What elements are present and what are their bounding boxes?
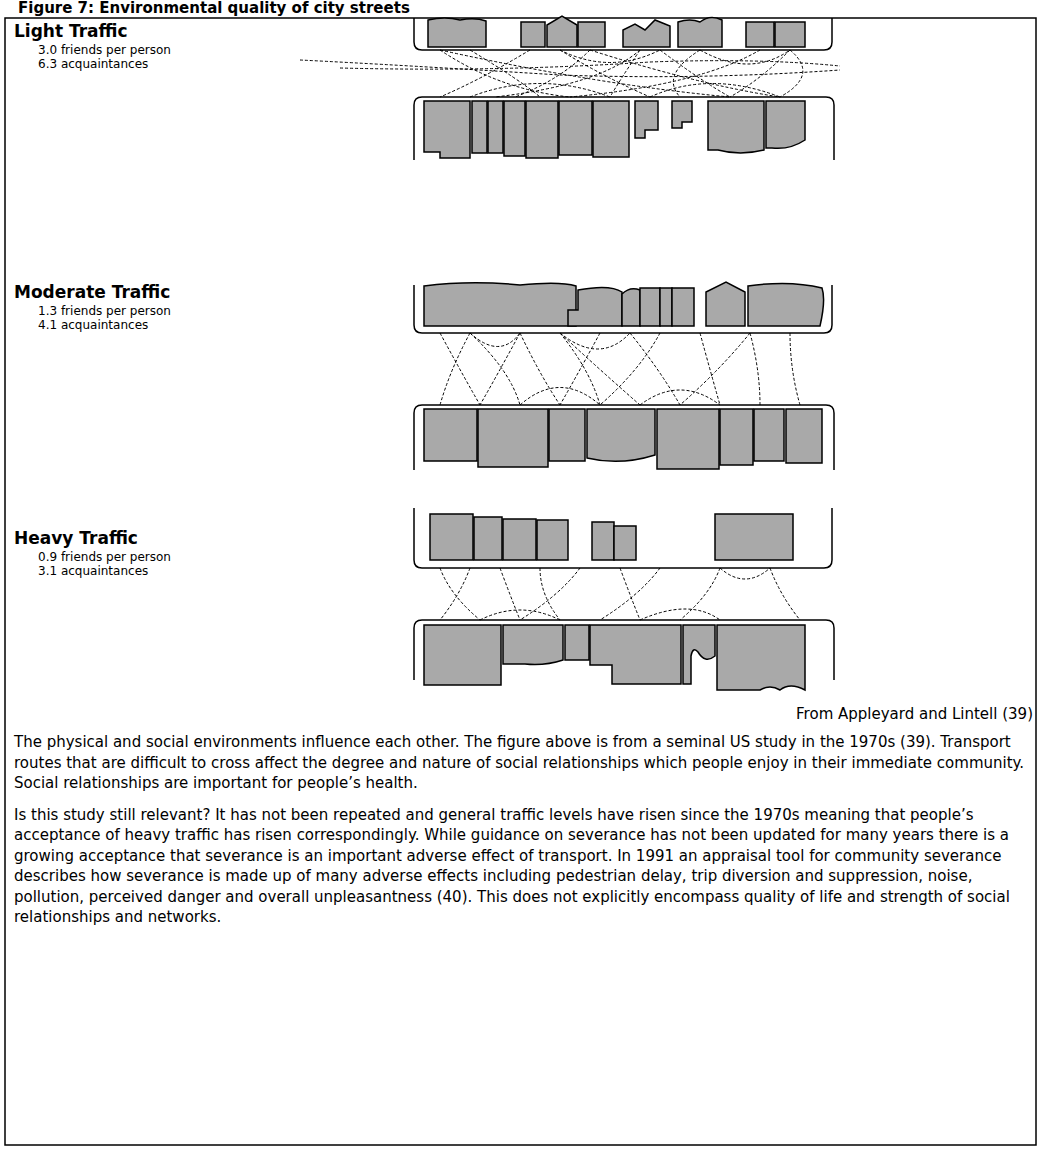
body-paragraph: The physical and social environments inf… bbox=[14, 732, 1030, 794]
street-bracket bbox=[414, 18, 834, 160]
traffic-heading: Moderate Traffic bbox=[14, 282, 170, 302]
social-links-light bbox=[300, 50, 840, 97]
buildings-moderate bbox=[424, 282, 824, 469]
social-links-moderate bbox=[440, 333, 800, 405]
buildings-light bbox=[424, 16, 805, 158]
traffic-heading: Light Traffic bbox=[14, 21, 128, 41]
acquaintances-stat: 3.1 acquaintances bbox=[38, 564, 148, 578]
street-bracket bbox=[414, 285, 834, 470]
body-paragraph: Is this study still relevant? It has not… bbox=[14, 805, 1030, 928]
friends-stat: 1.3 friends per person bbox=[38, 304, 171, 318]
body-text: The physical and social environments inf… bbox=[14, 732, 1030, 939]
buildings-heavy bbox=[424, 514, 805, 690]
source-credit: From Appleyard and Lintell (39) bbox=[796, 705, 1033, 723]
friends-stat: 3.0 friends per person bbox=[38, 43, 171, 57]
traffic-heading: Heavy Traffic bbox=[14, 528, 138, 548]
figure-frame bbox=[5, 18, 1036, 1145]
acquaintances-stat: 6.3 acquaintances bbox=[38, 57, 148, 71]
friends-stat: 0.9 friends per person bbox=[38, 550, 171, 564]
figure-title: Figure 7: Environmental quality of city … bbox=[18, 0, 410, 17]
social-links-heavy bbox=[440, 568, 800, 620]
street-bracket bbox=[414, 508, 834, 680]
acquaintances-stat: 4.1 acquaintances bbox=[38, 318, 148, 332]
